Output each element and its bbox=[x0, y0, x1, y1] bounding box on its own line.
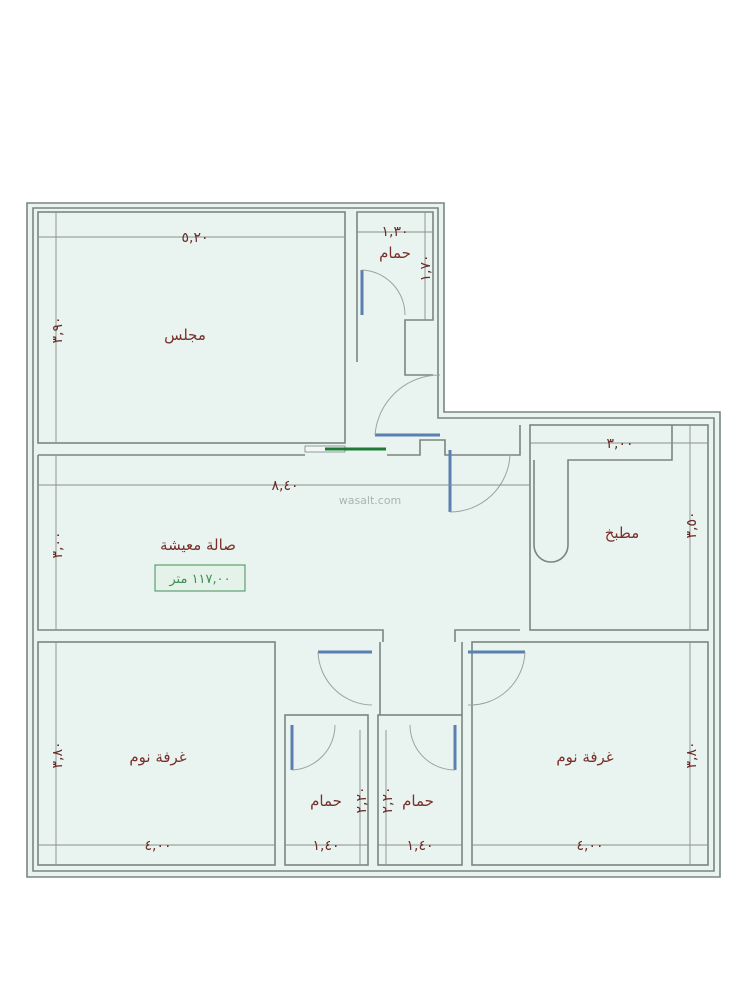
outer-wall-inner bbox=[32, 207, 715, 872]
bath-top-width: ١,٣٠ bbox=[381, 224, 408, 240]
living-depth: ٣,٠٠ bbox=[50, 531, 66, 558]
kitchen-depth: ٣,٥٠ bbox=[684, 511, 700, 538]
door-bath-right bbox=[409, 724, 457, 771]
kitchen-counter bbox=[533, 425, 673, 563]
bedroom-right-width: ٤,٠٠ bbox=[576, 838, 603, 854]
bath-right-width: ١,٤٠ bbox=[406, 838, 433, 854]
door-bath-top bbox=[360, 269, 406, 316]
kitchen-width: ٣,٠٠ bbox=[606, 436, 633, 452]
bedroom-left-width: ٤,٠٠ bbox=[144, 838, 171, 854]
label-bedroom-left: غرفة نوم bbox=[129, 748, 186, 766]
outer-wall bbox=[26, 202, 721, 878]
room-bath-left bbox=[284, 714, 369, 866]
bath-left-width: ١,٤٠ bbox=[312, 838, 339, 854]
room-bath-right bbox=[377, 714, 463, 866]
total-area: ١١٧,٠٠ متر bbox=[168, 572, 230, 587]
room-living bbox=[37, 425, 521, 642]
bath-right-depth: ٢,٢٠ bbox=[380, 786, 396, 813]
bedroom-right-depth: ٣,٨٠ bbox=[684, 741, 700, 768]
majlis-width: ٥,٢٠ bbox=[181, 230, 208, 246]
door-living bbox=[448, 450, 511, 513]
door-bedroom-left bbox=[317, 650, 373, 706]
label-bath-right: حمام bbox=[402, 792, 434, 810]
label-majlis: مجلس bbox=[164, 326, 206, 344]
room-bedroom-left bbox=[37, 641, 276, 866]
door-bedroom-right bbox=[467, 650, 526, 706]
bedroom-left-depth: ٣,٨٠ bbox=[50, 741, 66, 768]
room-kitchen bbox=[529, 424, 709, 631]
room-bath-top bbox=[356, 211, 434, 376]
room-majlis bbox=[37, 211, 346, 444]
corridor bbox=[379, 642, 463, 715]
room-bedroom-right bbox=[471, 641, 709, 866]
label-kitchen: مطبخ bbox=[605, 524, 640, 542]
area-box bbox=[154, 564, 246, 592]
bath-top-depth: ١,٧٠ bbox=[418, 254, 434, 281]
label-bath-top: حمام bbox=[379, 244, 411, 262]
label-bath-left: حمام bbox=[310, 792, 342, 810]
watermark: wasalt.com bbox=[339, 494, 402, 507]
label-living: صالة معيشة bbox=[160, 536, 236, 554]
door-majlis bbox=[374, 374, 441, 437]
bath-left-depth: ٢,٢٠ bbox=[354, 786, 370, 813]
door-bath-left bbox=[290, 724, 336, 771]
label-bedroom-right: غرفة نوم bbox=[556, 748, 613, 766]
living-width: ٨,٤٠ bbox=[271, 478, 298, 494]
majlis-depth: ٣,٩٠ bbox=[50, 316, 66, 343]
